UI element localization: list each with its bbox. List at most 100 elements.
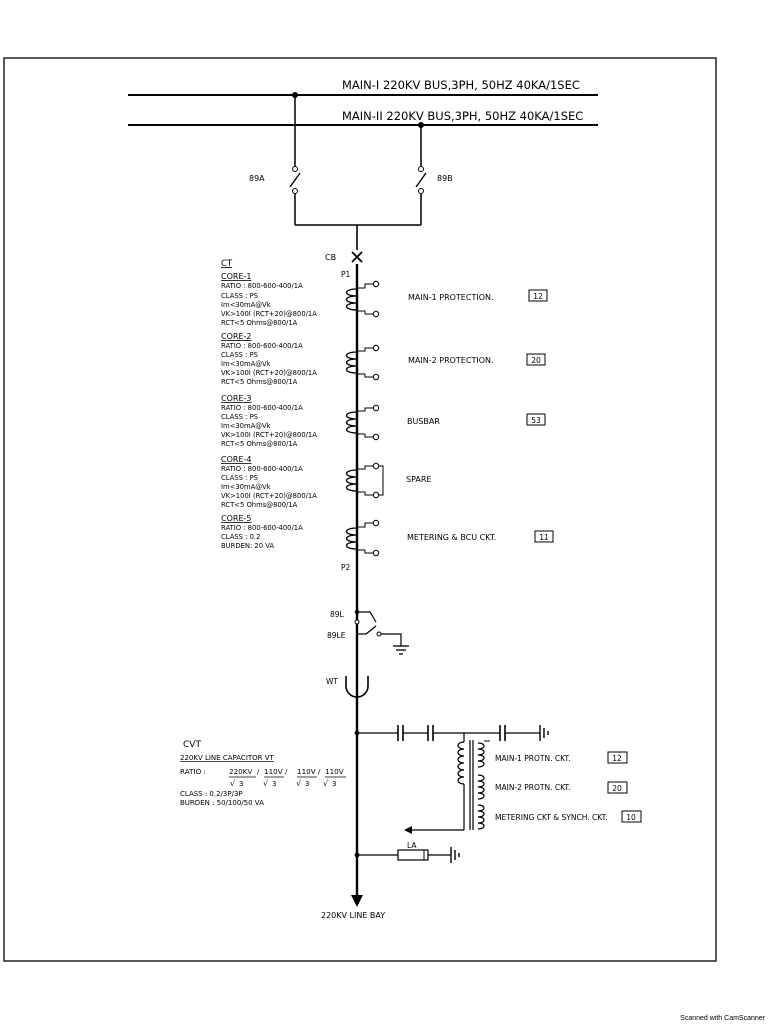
cvt-ratio-root-1: 3 (239, 780, 243, 788)
ct-core-5-class: CLASS : 0.2 (221, 533, 260, 541)
ct-core-3-ratio: RATIO : 800-600-400/1A (221, 404, 303, 412)
ct-core-2-name: CORE-2 (221, 332, 251, 341)
ct-core-2-winding (345, 344, 380, 381)
cvt-ratio-root-2: 3 (272, 780, 276, 788)
ct-core-4-winding (345, 462, 384, 499)
ct-core-4-vk: VK>100I (RCT+20)@800/1A (221, 492, 317, 500)
ct-core-5-ref: 11 (539, 533, 549, 542)
cvt-sqrt-4: √ (323, 779, 329, 788)
ct-core-1-function: MAIN-1 PROTECTION. (408, 293, 494, 302)
drawing-frame (3, 57, 717, 962)
cvt-ratio-slash-1: / (257, 767, 260, 776)
ct-core-3-function: BUSBAR (407, 417, 440, 426)
line-isolator-89l-label: 89L (330, 610, 345, 619)
ct-core-5-winding (345, 519, 380, 557)
ct-core-4-ratio: RATIO : 800-600-400/1A (221, 465, 303, 473)
ct-core-2-rct: RCT<5 Ohms@800/1A (221, 378, 298, 386)
line-bay-label: 220KV LINE BAY (321, 911, 385, 920)
ct-p2-label: P2 (341, 563, 351, 572)
ct-core-1-vk: VK>100I (RCT+20)@800/1A (221, 310, 317, 318)
ct-core-1-ref-box (528, 289, 548, 302)
ct-core-2-ref: 20 (531, 356, 541, 365)
ct-core-2-class: CLASS : PS (221, 351, 258, 359)
cvt-ratio-label: RATIO : (180, 767, 206, 776)
cvt-sqrt-3: √ (296, 779, 302, 788)
cvt-ratio-root-3: 3 (305, 780, 309, 788)
ct-core-5-burden: BURDEN: 20 VA (221, 542, 274, 550)
cvt-ratio-term-3: 110V (297, 767, 316, 776)
ct-core-1-ref: 12 (533, 292, 543, 301)
ct-core-3-ref: 53 (531, 416, 541, 425)
cvt-ratio-term-4: 110V (325, 767, 344, 776)
earth-switch-89le (357, 625, 409, 655)
ct-core-2-ratio: RATIO : 800-600-400/1A (221, 342, 303, 350)
wave-trap-symbol (345, 676, 369, 698)
ct-core-3-winding (345, 404, 380, 441)
isolator-89b-label: 89B (437, 174, 453, 183)
cvt-burden: BURDEN : 50/100/50 VA (180, 799, 264, 807)
cvt-subtitle: 220KV LINE CAPACITOR VT (180, 754, 275, 762)
ct-core-3-ref-box (526, 413, 546, 426)
cvt-capacitor-branch (354, 725, 549, 741)
isolator-89b (415, 122, 427, 225)
ct-core-1-im: Im<30mA@Vk (221, 301, 271, 309)
cvt-ratio-term-2: 110V (264, 767, 283, 776)
ct-core-4-im: Im<30mA@Vk (221, 483, 271, 491)
cvt-transformer (404, 733, 490, 834)
cvt-winding-3-ref-box (621, 810, 642, 823)
main-1-bus-label: MAIN-I 220KV BUS,3PH, 50HZ 40KA/1SEC (342, 78, 580, 92)
ct-core-5-name: CORE-5 (221, 514, 251, 523)
ct-core-4-class: CLASS : PS (221, 474, 258, 482)
ct-core-2-vk: VK>100I (RCT+20)@800/1A (221, 369, 317, 377)
ct-p1-label: P1 (341, 270, 351, 279)
ct-core-3-rct: RCT<5 Ohms@800/1A (221, 440, 298, 448)
ct-core-1-ratio: RATIO : 800-600-400/1A (221, 282, 303, 290)
ct-core-2-function: MAIN-2 PROTECTION. (408, 356, 494, 365)
scanner-watermark: Scanned with CamScanner (680, 1015, 765, 1022)
cvt-ratio-formula: 220KV / 110V / 110V / 110V √ 3 √ 3 √ 3 √… (229, 767, 346, 788)
lightning-arrester-label: LA (407, 841, 417, 850)
ct-core-1-class: CLASS : PS (221, 292, 258, 300)
ct-core-3-vk: VK>100I (RCT+20)@800/1A (221, 431, 317, 439)
ct-core-5-function: METERING & BCU CKT. (407, 533, 496, 542)
line-bay-arrow (351, 895, 363, 907)
ct-core-3-name: CORE-3 (221, 394, 251, 403)
ct-core-4-name: CORE-4 (221, 455, 251, 464)
cvt-winding-2-ref: 20 (612, 784, 622, 793)
cvt-winding-2-label: MAIN-2 PROTN. CKT. (495, 783, 571, 792)
cvt-winding-3-label: METERING CKT & SYNCH. CKT. (495, 813, 608, 822)
ct-core-3-im: Im<30mA@Vk (221, 422, 271, 430)
ct-core-2-im: Im<30mA@Vk (221, 360, 271, 368)
isolator-89a (289, 92, 301, 225)
cvt-class: CLASS : 0.2/3P/3P (180, 790, 243, 798)
cvt-ratio-slash-2: / (285, 767, 288, 776)
main-2-bus-label: MAIN-II 220KV BUS,3PH, 50HZ 40KA/1SEC (342, 109, 583, 123)
cvt-ratio-term-1: 220KV (229, 767, 252, 776)
circuit-breaker-symbol (351, 251, 363, 263)
cvt-winding-1-ref-box (607, 751, 628, 764)
ct-core-5-ratio: RATIO : 800-600-400/1A (221, 524, 303, 532)
cvt-ratio-slash-3: / (318, 767, 321, 776)
cvt-sqrt-1: √ (230, 779, 236, 788)
line-isolator-89l (354, 609, 377, 625)
ct-core-5-ref-box (534, 530, 554, 543)
ct-core-1-winding (345, 280, 380, 318)
wave-trap-label: WT (326, 677, 338, 686)
ct-core-4-function: SPARE (406, 475, 431, 484)
isolator-89a-label: 89A (249, 174, 265, 183)
cvt-winding-3-ref: 10 (626, 813, 636, 822)
cvt-sqrt-2: √ (263, 779, 269, 788)
lightning-arrester-symbol (354, 847, 460, 863)
cvt-title: CVT (183, 740, 201, 750)
ct-core-1-name: CORE-1 (221, 272, 251, 281)
cvt-winding-2-ref-box (607, 781, 628, 794)
cvt-winding-1-ref: 12 (612, 754, 622, 763)
ct-core-3-class: CLASS : PS (221, 413, 258, 421)
ct-core-4-rct: RCT<5 Ohms@800/1A (221, 501, 298, 509)
earth-switch-89le-label: 89LE (327, 631, 346, 640)
cvt-winding-1-label: MAIN-1 PROTN. CKT. (495, 754, 571, 763)
cvt-ratio-root-4: 3 (332, 780, 336, 788)
ct-core-2-ref-box (526, 353, 546, 366)
ct-core-1-rct: RCT<5 Ohms@800/1A (221, 319, 298, 327)
